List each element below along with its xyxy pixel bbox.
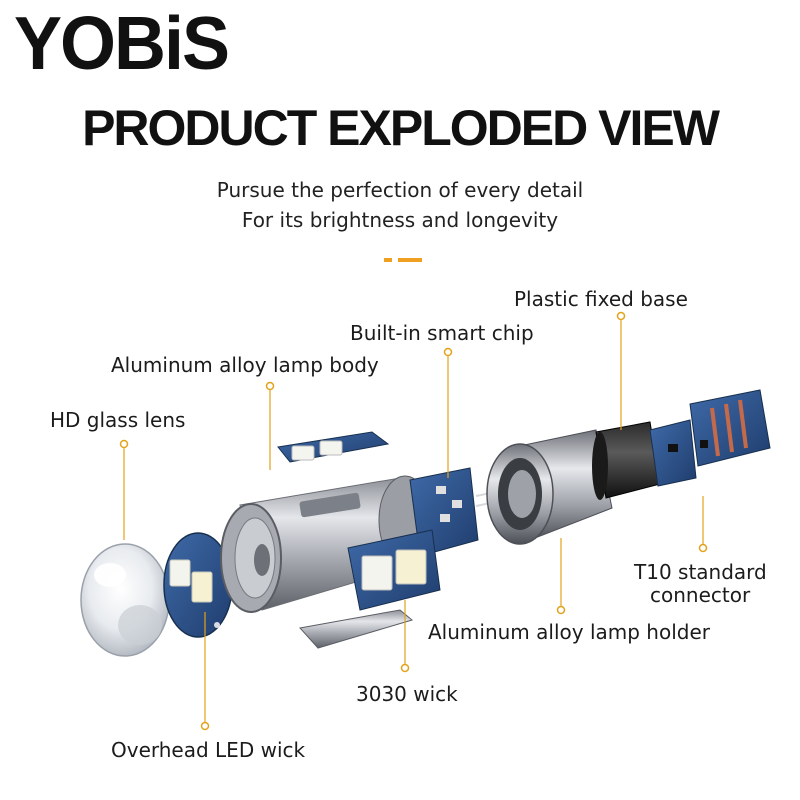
aluminum-lamp-body-part xyxy=(220,475,432,613)
callout-leader-lines xyxy=(123,316,704,726)
callout-3030-wick: 3030 wick xyxy=(356,682,458,706)
tagline-line-2: For its brightness and longevity xyxy=(241,208,559,232)
aluminum-lamp-holder-part xyxy=(486,429,613,545)
wick-3030-pcb-part xyxy=(347,529,441,611)
callout-built-in-smart-chip: Built-in smart chip xyxy=(350,321,534,345)
t10-connector-part xyxy=(649,389,771,487)
overhead-led-wick-part xyxy=(163,532,233,638)
tagline-line-1: Pursue the perfection of every detail xyxy=(216,178,584,202)
hd-glass-lens-part xyxy=(80,543,170,657)
callout-leader-dots xyxy=(119,311,708,731)
plastic-fixed-base-part xyxy=(592,421,661,500)
callout-aluminum-alloy-lamp-body: Aluminum alloy lamp body xyxy=(111,353,379,377)
top-led-pcb-part xyxy=(277,431,390,463)
callout-connector: connector xyxy=(650,583,751,607)
heat-sink-plate-part xyxy=(299,609,414,649)
accent-divider xyxy=(384,258,424,262)
callout-plastic-fixed-base: Plastic fixed base xyxy=(514,287,688,311)
brand-logo: YOBiS xyxy=(14,2,230,87)
callout-aluminum-alloy-lamp-holder: Aluminum alloy lamp holder xyxy=(428,620,710,644)
page-title: PRODUCT EXPLODED VIEW xyxy=(82,100,720,156)
callout-overhead-led-wick: Overhead LED wick xyxy=(111,738,306,762)
callout-hd-glass-lens: HD glass lens xyxy=(50,408,186,432)
callout-t10-standard: T10 standard xyxy=(634,560,767,584)
